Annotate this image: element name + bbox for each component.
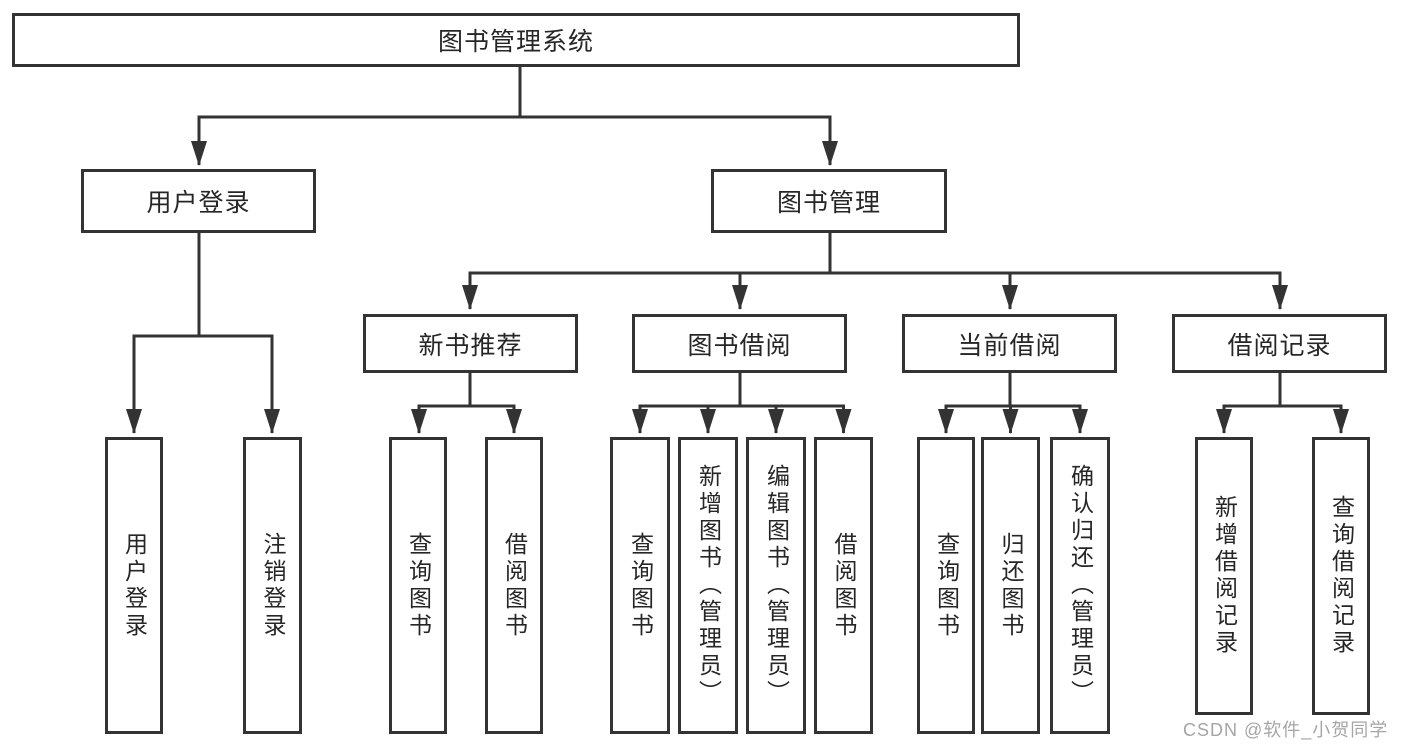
connector-current-borrowing-split [938,373,1088,434]
node-label: 借阅记录 [1227,331,1332,360]
node-label: 查询借阅记录 [1328,495,1355,657]
leaf-query-books-borrowing: 查询图书 [610,437,670,734]
node-borrowing-records: 借阅记录 [1172,314,1387,373]
leaf-confirm-return-admin: 确认归还（管理员） [1050,437,1110,734]
leaf-edit-book-admin: 编辑图书（管理员） [746,437,806,734]
node-label: 确认归还（管理员） [1067,464,1094,707]
leaf-logout: 注销登录 [243,437,302,734]
leaf-add-borrow-record: 新增借阅记录 [1195,437,1253,715]
node-label: 查询图书 [627,531,654,640]
leaf-borrow-books-recommend: 借阅图书 [485,437,543,734]
leaf-query-borrow-record: 查询借阅记录 [1312,437,1370,715]
connector-root-to-level2 [191,67,838,166]
node-label: 新书推荐 [418,331,523,360]
node-label: 借阅图书 [501,531,528,640]
node-label: 图书管理 [776,189,881,217]
leaf-borrow-books-borrowing: 借阅图书 [814,437,873,734]
node-label: 查询图书 [933,531,960,640]
node-label: 注销登录 [260,531,286,640]
leaf-query-books-recommend: 查询图书 [389,437,447,734]
node-new-book-recommend: 新书推荐 [363,314,578,373]
node-current-borrowing: 当前借阅 [902,314,1117,373]
node-label: 编辑图书（管理员） [763,464,790,707]
node-book-management: 图书管理 [711,169,947,233]
leaf-query-books-current: 查询图书 [917,437,975,734]
node-label: 图书管理系统 [437,28,594,56]
node-label: 当前借阅 [957,331,1062,360]
node-user-login: 用户登录 [81,169,316,233]
connector-new-book-recommend-split [411,373,522,434]
leaf-add-book-admin: 新增图书（管理员） [678,437,738,734]
node-root: 图书管理系统 [12,13,1020,67]
node-label: 借阅图书 [831,531,857,640]
node-label: 用户登录 [121,531,148,640]
node-label: 用户登录 [146,189,251,217]
node-label: 图书借阅 [687,331,792,360]
connector-book-management-split [462,233,1288,310]
node-label: 归还图书 [998,531,1024,640]
connector-user-login-split [126,233,280,434]
leaf-return-book: 归还图书 [981,437,1040,734]
node-label: 新增图书（管理员） [695,464,722,707]
node-label: 查询图书 [405,531,432,640]
connector-borrowing-records-split [1216,373,1349,434]
connector-book-borrowing-split [632,373,852,434]
csdn-watermark: CSDN @软件_小贺同学 [1183,720,1389,740]
node-book-borrowing: 图书借阅 [632,314,847,373]
node-label: 新增借阅记录 [1211,495,1238,657]
leaf-user-login: 用户登录 [105,437,163,734]
